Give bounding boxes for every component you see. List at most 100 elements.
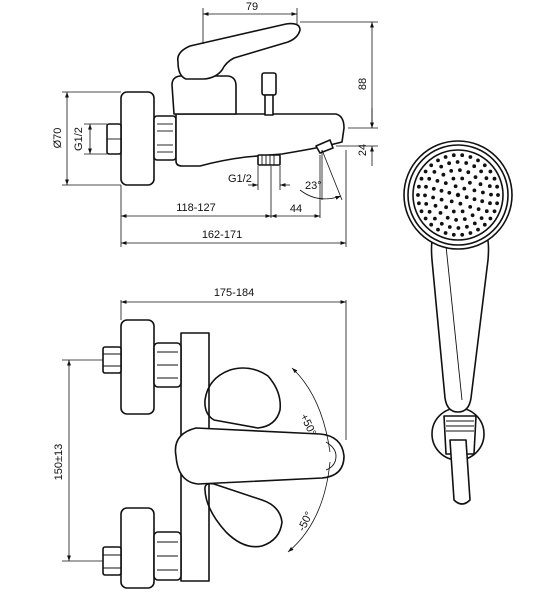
dim-diameter: Ø70 [52, 128, 64, 149]
shower-nozzle [479, 216, 484, 221]
shower-nozzle [433, 203, 438, 208]
shower-nozzle [439, 221, 444, 226]
shower-nozzle [433, 216, 437, 221]
shower-nozzle [496, 193, 500, 197]
shower-nozzle [451, 209, 456, 214]
shower-nozzle [449, 169, 454, 173]
shower-nozzle [460, 176, 465, 181]
shower-nozzle [464, 195, 469, 200]
dim-range-118: 118-127 [176, 202, 216, 214]
shower-nozzle [488, 216, 493, 221]
shower-nozzle [472, 164, 477, 169]
shower-nozzle [466, 170, 471, 175]
shower-nozzle [488, 169, 493, 174]
shower-nozzle [468, 180, 472, 185]
shower-nozzle [424, 202, 429, 206]
front-lever-ghost-upper [204, 367, 282, 429]
shower-nozzle [472, 221, 477, 226]
side-hose-outlet [257, 154, 281, 166]
front-upper-rosette [120, 319, 155, 415]
shower-nozzle [439, 197, 444, 202]
shower-nozzle [423, 169, 428, 174]
shower-nozzle [443, 155, 448, 159]
side-spout-outlet [315, 139, 334, 154]
shower-nozzle [462, 217, 467, 222]
front-lever [174, 427, 345, 485]
dim-centers-150: 150±13 [53, 444, 65, 481]
side-nut [153, 115, 177, 161]
shower-hose-connector [449, 439, 471, 505]
shower-nozzle [429, 163, 434, 168]
shower-nozzle [417, 184, 421, 189]
front-view [102, 319, 345, 589]
shower-nozzle [432, 170, 437, 174]
dim-top-width: 79 [246, 1, 258, 13]
shower-nozzle [431, 195, 435, 200]
front-lower-connector [102, 546, 122, 576]
shower-nozzle [460, 153, 465, 158]
shower-nozzle [462, 186, 467, 191]
shower-nozzle [431, 186, 436, 191]
shower-nozzle [444, 205, 448, 210]
shower-nozzle [447, 161, 451, 166]
shower-nozzle [472, 188, 477, 193]
shower-nozzle [439, 164, 444, 169]
shower-nozzle [419, 209, 424, 214]
dim-range-175: 175-184 [214, 287, 254, 299]
shower-nozzle [489, 192, 493, 197]
shower-nozzle [495, 184, 499, 189]
shower-nozzle [427, 209, 432, 214]
side-diverter-knob [261, 72, 277, 96]
shower-nozzle [447, 225, 452, 229]
shower-nozzle [453, 184, 458, 189]
shower-nozzle [476, 207, 481, 212]
shower-nozzle [451, 232, 456, 237]
shower-nozzle [423, 193, 427, 198]
shower-nozzle [455, 192, 461, 198]
front-upper-connector [102, 346, 122, 374]
shower-nozzle [436, 158, 440, 163]
dim-thread-left: G1/2 [73, 127, 85, 151]
shower-nozzle [443, 231, 448, 235]
shower-nozzle [443, 181, 448, 186]
shower-nozzle [476, 158, 480, 163]
shower-nozzle [423, 216, 428, 221]
shower-nozzle [441, 172, 446, 177]
dim-thread-bottom: G1/2 [228, 173, 252, 185]
side-dimensions: 79 88 24 Ø70 G1/2 G1/2 23° [52, 1, 378, 247]
shower-nozzle [487, 184, 492, 189]
shower-nozzle [481, 190, 485, 195]
dim-depth-44: 44 [290, 203, 302, 215]
shower-nozzle [447, 190, 452, 195]
front-lower-rosette [120, 507, 155, 589]
shower-nozzle [438, 211, 443, 215]
shower-nozzle [482, 222, 487, 227]
shower-nozzle [495, 201, 499, 206]
shower-nozzle [464, 161, 469, 165]
front-lever-ghost-lower [204, 482, 283, 548]
shower-nozzle [484, 176, 489, 181]
shower-handle [430, 231, 490, 413]
shower-nozzle [458, 201, 463, 206]
shower-nozzle [492, 209, 497, 214]
shower-nozzle [478, 182, 483, 187]
shower-nozzle [470, 213, 475, 218]
side-mixer-body [175, 113, 345, 167]
dim-angle-23: 23° [305, 180, 322, 192]
dim-height-24: 24 [357, 144, 369, 156]
shower-nozzle [460, 209, 465, 214]
side-diverter-stem [264, 94, 274, 116]
shower-nozzle [468, 155, 473, 159]
shower-nozzle [479, 169, 483, 174]
shower-nozzle [458, 168, 462, 173]
shower-nozzle [468, 205, 473, 209]
shower-nozzle [468, 231, 473, 235]
shower-nozzle [419, 176, 424, 181]
shower-nozzle [455, 160, 460, 164]
shower-nozzle [473, 175, 478, 180]
shower-nozzle [427, 176, 432, 181]
shower-nozzle [451, 176, 456, 181]
shower-nozzle [465, 224, 469, 229]
